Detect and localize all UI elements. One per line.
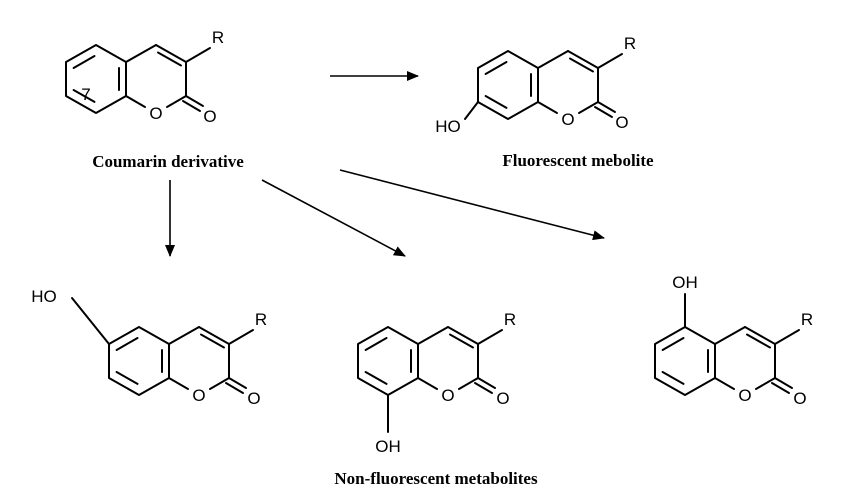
ring-oxygen-label: O <box>192 386 205 405</box>
arrow-to-8-hydroxy-metabolite <box>261 179 406 257</box>
carbonyl-oxygen-label: O <box>496 389 509 408</box>
carbonyl-oxygen-label: O <box>615 113 628 132</box>
coumarin-derivative-label: Coumarin derivative <box>92 152 244 171</box>
position-7-label: 7 <box>81 85 90 104</box>
non-fluorescent-metabolites-label: Non-fluorescent metabolites <box>334 469 538 488</box>
8-hydroxy-metabolite-structure: R O O OH <box>357 310 516 456</box>
fluorescent-metabolite-structure: R O O HO <box>435 34 636 136</box>
hydroxyl-label: OH <box>672 273 698 292</box>
fluorescent-metabolite-label: Fluorescent mebolite <box>502 151 654 170</box>
5-hydroxy-metabolite-structure: R O O OH <box>654 273 813 408</box>
ring-oxygen-label: O <box>738 386 751 405</box>
ring-oxygen-label: O <box>561 110 574 129</box>
hydroxyl-label: HO <box>31 287 57 306</box>
hydroxyl-label: HO <box>435 117 461 136</box>
substituent-r-label: R <box>801 310 813 329</box>
substituent-r-label: R <box>255 310 267 329</box>
ring-oxygen-label: O <box>149 104 162 123</box>
substituent-r-label: R <box>624 34 636 53</box>
carbonyl-oxygen-label: O <box>203 107 216 126</box>
ring-oxygen-label: O <box>441 386 454 405</box>
6-hydroxy-metabolite-structure: R O O HO <box>31 287 267 408</box>
coumarin-derivative-structure: R O O 7 <box>65 28 224 126</box>
hydroxyl-label: OH <box>375 437 401 456</box>
substituent-r-label: R <box>504 310 516 329</box>
carbonyl-oxygen-label: O <box>247 389 260 408</box>
arrow-to-5-hydroxy-metabolite <box>339 169 605 241</box>
carbonyl-oxygen-label: O <box>793 389 806 408</box>
substituent-r-label: R <box>212 28 224 47</box>
